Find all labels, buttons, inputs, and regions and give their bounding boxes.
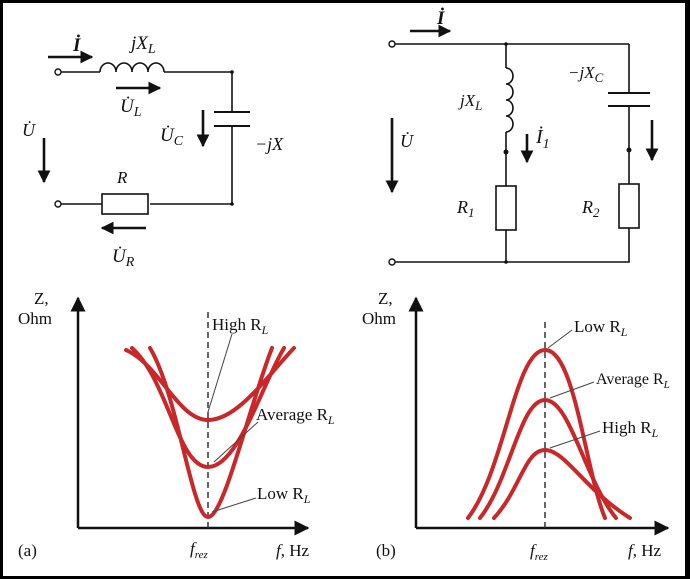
x-axis-label: f, Hz — [628, 541, 662, 560]
f-res-label: frez — [190, 539, 208, 561]
capacitor-label: −jX — [255, 134, 284, 154]
leader-line — [211, 497, 257, 513]
leader-line — [549, 381, 595, 399]
y-axis-label-1: Z, — [34, 289, 49, 308]
curve-low-rl — [148, 346, 274, 520]
graph-b: Low RL Average RL High RL Z, Ohm frez f,… — [362, 289, 670, 563]
y-axis-label-2: Ohm — [18, 309, 52, 328]
curve-label-low: Low RL — [574, 317, 628, 339]
current-label: İ — [72, 34, 81, 56]
r1-label: R1 — [456, 197, 475, 220]
inductor-coil — [99, 62, 165, 73]
terminal-bottom-b — [388, 258, 396, 266]
resistor-r1 — [495, 185, 517, 231]
node — [230, 202, 234, 206]
curve-average-rl — [130, 346, 286, 470]
terminal-top-b — [388, 40, 396, 48]
curve-label-high: High RL — [212, 315, 269, 337]
x-axis-label: f, Hz — [276, 541, 310, 560]
leader-line — [213, 421, 259, 463]
wire — [150, 104, 233, 205]
node — [504, 260, 508, 264]
capacitor-label: −jXC — [568, 63, 604, 85]
curve-label-average: Average RL — [596, 371, 670, 391]
curve-label-low: Low RL — [257, 484, 311, 506]
inductor-coil — [505, 67, 514, 133]
curve-label-high: High RL — [602, 418, 659, 440]
leader-line — [207, 333, 233, 413]
leader-line — [547, 329, 573, 349]
wire — [164, 71, 233, 104]
node — [503, 149, 509, 155]
panel-label-b: (b) — [376, 541, 396, 560]
graph-a: High RL Average RL Low RL Z, Ohm frez f,… — [18, 289, 335, 561]
y-axis-label-1: Z, — [378, 289, 393, 308]
terminal-top-a — [54, 68, 62, 76]
voltage-c-label: U̇C — [160, 124, 184, 149]
voltage-r-label: U̇R — [112, 245, 135, 270]
curve-high-rl — [492, 447, 632, 520]
f-res-label: frez — [530, 541, 548, 563]
r2-label: R2 — [581, 197, 600, 220]
voltage-l-label: U̇L — [120, 95, 142, 120]
resistor-r — [101, 193, 149, 215]
panel-label-a: (a) — [18, 541, 37, 560]
inductor-label: jXL — [128, 33, 156, 57]
voltage-label: U̇ — [22, 119, 36, 140]
curve-label-average: Average RL — [256, 405, 335, 427]
y-axis-label-2: Ohm — [362, 309, 396, 328]
terminal-bottom-a — [54, 200, 62, 208]
node — [230, 70, 234, 74]
voltage-label: U̇ — [400, 130, 414, 151]
leader-line — [549, 430, 601, 449]
resistor-r2 — [618, 183, 640, 229]
curves-a — [124, 346, 296, 520]
resistor-label: R — [116, 168, 128, 187]
node — [626, 147, 632, 153]
circuit-a: İ jXL U̇L U̇C −jX U̇ R U̇R — [22, 33, 284, 270]
circuit-b: İ jXL −jXC İ1 U̇ R1 R2 — [385, 7, 659, 266]
wire — [395, 228, 630, 263]
branch-current-label: İ1 — [535, 125, 550, 152]
curve-average-rl — [478, 397, 618, 520]
inductor-label: jXL — [458, 91, 482, 113]
curve-low-rl — [466, 347, 607, 520]
curves-b — [466, 347, 632, 520]
figure-frame — [3, 3, 685, 576]
current-label: İ — [436, 7, 445, 29]
